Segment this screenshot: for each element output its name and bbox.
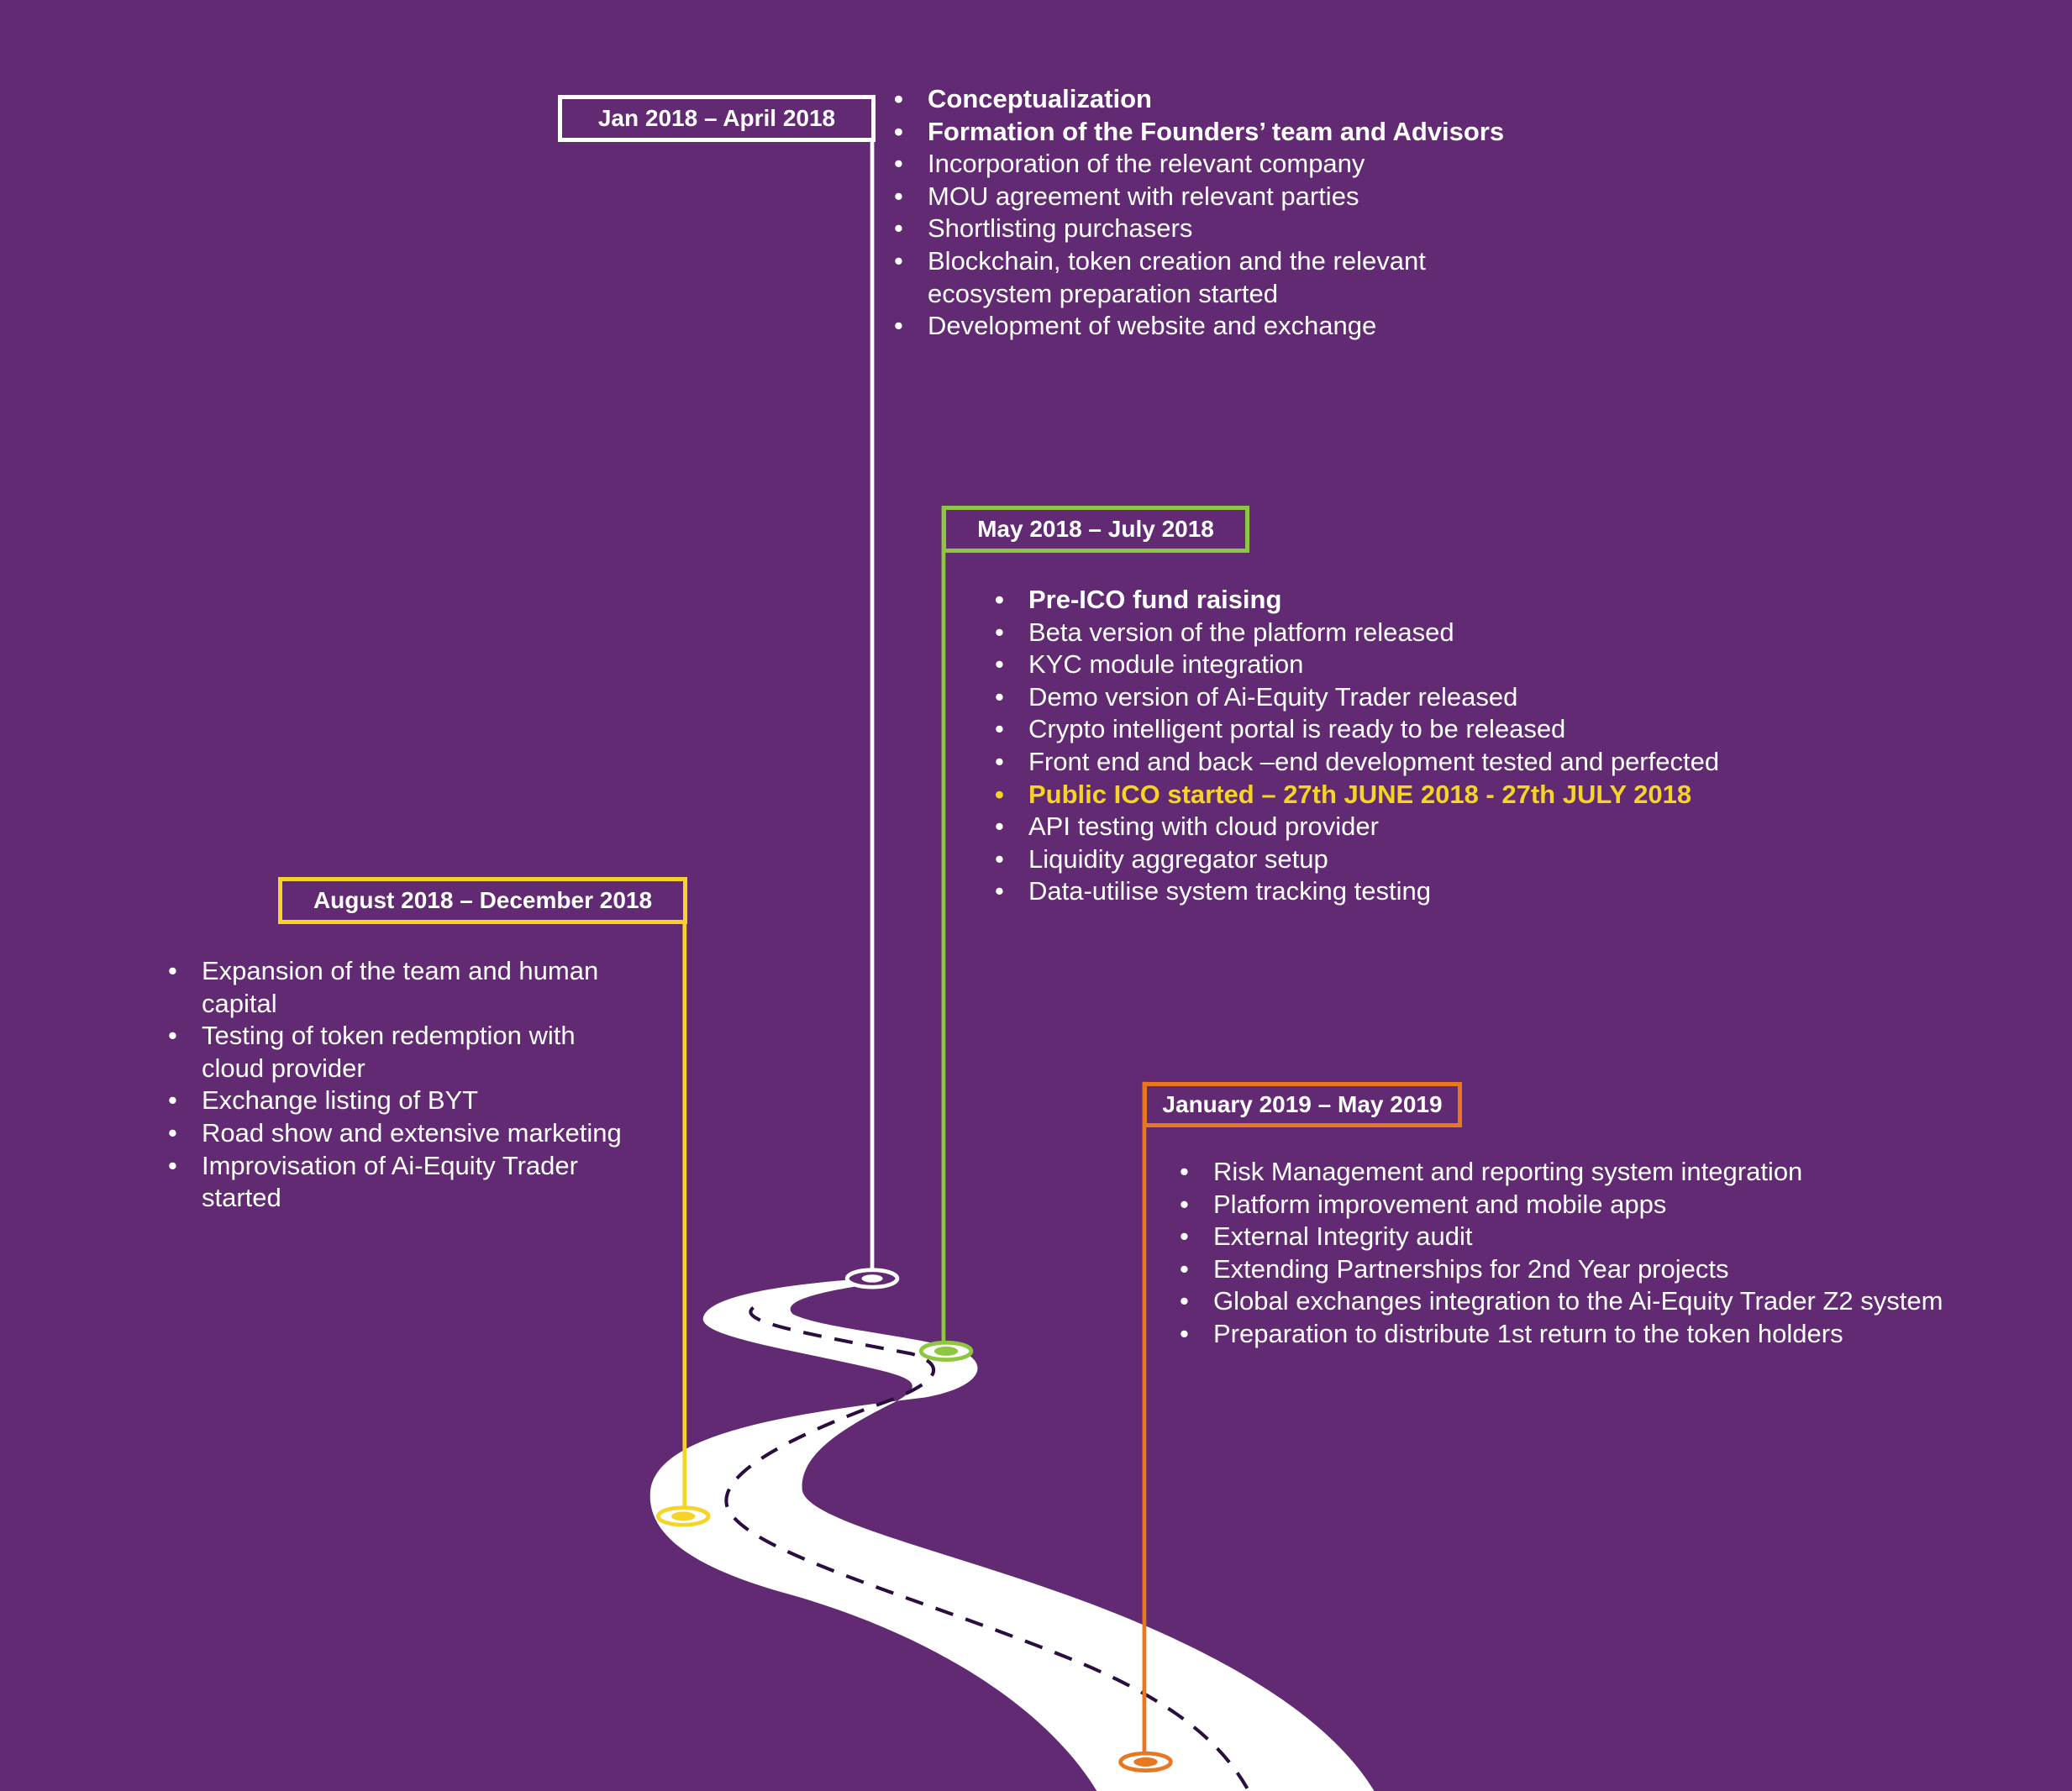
milestone-item: Shortlisting purchasers <box>894 213 1504 245</box>
milestone-item: Risk Management and reporting system int… <box>1180 1156 1943 1189</box>
milestone-item: Improvisation of Ai-Equity Trader starte… <box>168 1150 622 1215</box>
phase-4-marker-icon <box>1118 1751 1173 1773</box>
milestone-item: Demo version of Ai-Equity Trader release… <box>995 681 1719 714</box>
milestone-item: Preparation to distribute 1st return to … <box>1180 1318 1943 1351</box>
phase-3-milestones: Expansion of the team and human capitalT… <box>168 955 622 1215</box>
phase-2-marker-icon <box>918 1340 974 1363</box>
phase-1-milestones: ConceptualizationFormation of the Founde… <box>894 83 1504 343</box>
milestone-item: Platform improvement and mobile apps <box>1180 1189 1943 1221</box>
milestone-item: Blockchain, token creation and the relev… <box>894 245 1504 310</box>
milestone-item: Incorporation of the relevant company <box>894 148 1504 181</box>
phase-3-marker-icon <box>655 1505 711 1527</box>
phase-1-date-label: Jan 2018 – April 2018 <box>558 95 876 142</box>
milestone-item: Liquidity aggregator setup <box>995 843 1719 876</box>
milestone-item: API testing with cloud provider <box>995 811 1719 843</box>
milestone-item: Exchange listing of BYT <box>168 1085 622 1117</box>
milestone-item: Expansion of the team and human capital <box>168 955 622 1020</box>
milestone-item: Testing of token redemption with cloud p… <box>168 1020 622 1085</box>
milestone-item: Global exchanges integration to the Ai-E… <box>1180 1285 1943 1318</box>
milestone-item: Pre-ICO fund raising <box>995 584 1719 617</box>
milestone-item: Formation of the Founders’ team and Advi… <box>894 116 1504 149</box>
phase-3-date-label: August 2018 – December 2018 <box>278 877 687 924</box>
phase-2-date-label: May 2018 – July 2018 <box>942 506 1249 553</box>
milestone-item: Extending Partnerships for 2nd Year proj… <box>1180 1253 1943 1286</box>
milestone-item: MOU agreement with relevant parties <box>894 181 1504 213</box>
milestone-item: Public ICO started – 27th JUNE 2018 - 27… <box>995 779 1719 811</box>
milestone-item: Conceptualization <box>894 83 1504 116</box>
milestone-item: Road show and extensive marketing <box>168 1117 622 1150</box>
milestone-item: KYC module integration <box>995 649 1719 681</box>
road-center-dashes <box>724 1305 1250 1791</box>
phase-4-date-label: January 2019 – May 2019 <box>1143 1082 1462 1127</box>
road <box>649 1278 1375 1791</box>
phase-2-milestones: Pre-ICO fund raisingBeta version of the … <box>995 584 1719 908</box>
phase-1-marker-icon <box>844 1268 900 1289</box>
milestone-item: Beta version of the platform released <box>995 617 1719 649</box>
milestone-item: External Integrity audit <box>1180 1221 1943 1253</box>
milestone-item: Front end and back –end development test… <box>995 746 1719 779</box>
phase-4-milestones: Risk Management and reporting system int… <box>1180 1156 1943 1351</box>
milestone-item: Crypto intelligent portal is ready to be… <box>995 713 1719 746</box>
milestone-item: Data-utilise system tracking testing <box>995 875 1719 908</box>
milestone-item: Development of website and exchange <box>894 310 1504 343</box>
